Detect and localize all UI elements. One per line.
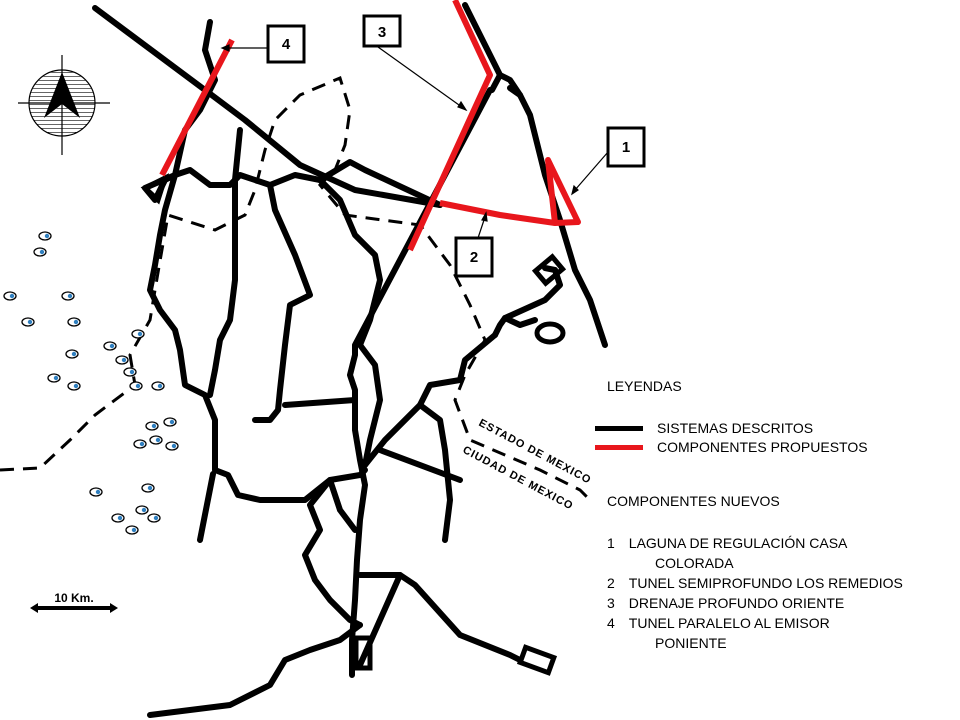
legend-label-existing: SISTEMAS DESCRITOS <box>657 420 814 436</box>
components-title: COMPONENTES NUEVOS <box>607 493 780 509</box>
lake-marker-icon <box>61 291 75 301</box>
component-item-cont: COLORADA <box>655 555 734 571</box>
components-list: 1 LAGUNA DE REGULACIÓN CASA COLORADA 2 T… <box>607 533 903 653</box>
lake-marker-icon <box>145 421 159 431</box>
component-item: 3 DRENAJE PROFUNDO ORIENTE <box>607 595 845 611</box>
lake-marker-icon <box>89 487 103 497</box>
legend-title: LEYENDAS <box>607 378 682 394</box>
svg-text:1: 1 <box>622 139 630 156</box>
callout-box-1: 1 <box>606 126 646 168</box>
lake-marker-icon <box>163 417 177 427</box>
lake-marker-icon <box>149 435 163 445</box>
existing-drainage-systems <box>92 2 608 718</box>
callout-box-4: 4 <box>266 24 306 64</box>
lake-marker-icon <box>131 329 145 339</box>
legend-label-proposed: COMPONENTES PROPUESTOS <box>657 439 868 455</box>
lake-marker-icon <box>165 441 179 451</box>
component-item: 4 TUNEL PARALELO AL EMISOR <box>607 615 830 631</box>
state-boundary-dashed <box>0 75 592 502</box>
svg-text:4: 4 <box>282 36 291 53</box>
legend-item-proposed: COMPONENTES PROPUESTOS <box>595 437 868 457</box>
lake-marker-icon <box>47 373 61 383</box>
proposed-tunel-los-remedios <box>439 200 556 226</box>
lake-marker-icon <box>33 247 47 257</box>
legend-swatch-existing <box>595 425 643 431</box>
lake-marker-icon <box>115 355 129 365</box>
lake-marker-icon <box>129 381 143 391</box>
north-arrow-icon <box>18 55 110 155</box>
svg-text:10 Km.: 10 Km. <box>54 591 93 605</box>
lake-marker-icon <box>147 513 161 523</box>
legend-item-existing: SISTEMAS DESCRITOS <box>595 418 813 438</box>
lake-marker-icon <box>3 291 17 301</box>
lake-marker-icon <box>141 483 155 493</box>
legend-swatch-proposed <box>595 444 643 450</box>
facility-shapes <box>140 173 567 676</box>
lake-marker-icon <box>123 367 137 377</box>
lake-marker-icon <box>103 341 117 351</box>
component-item: 2 TUNEL SEMIPROFUNDO LOS REMEDIOS <box>607 575 903 591</box>
scale-bar: 10 Km. <box>30 591 118 613</box>
proposed-components <box>159 0 581 252</box>
callout-box-2: 2 <box>454 236 494 278</box>
component-item-cont: PONIENTE <box>655 635 727 651</box>
lake-marker-icon <box>67 381 81 391</box>
lake-marker-icon <box>65 349 79 359</box>
svg-text:2: 2 <box>470 249 478 266</box>
component-item: 1 LAGUNA DE REGULACIÓN CASA <box>607 535 848 551</box>
lake-marker-icon <box>133 439 147 449</box>
proposed-drenaje-profundo-oriente <box>407 0 493 252</box>
lake-marker-icon <box>151 381 165 391</box>
lake-marker-icon <box>21 317 35 327</box>
lake-marker-icon <box>111 513 125 523</box>
callout-box-3: 3 <box>362 14 402 48</box>
proposed-laguna-casa-colorada <box>545 157 581 226</box>
lake-marker-icon <box>38 231 52 241</box>
callout-leaders <box>220 41 609 239</box>
lake-marker-icon <box>67 317 81 327</box>
lake-markers <box>3 231 179 535</box>
lake-marker-icon <box>135 505 149 515</box>
lake-marker-icon <box>125 525 139 535</box>
proposed-tunel-paralelo-emisor-poniente <box>159 38 235 177</box>
svg-text:3: 3 <box>378 24 386 41</box>
